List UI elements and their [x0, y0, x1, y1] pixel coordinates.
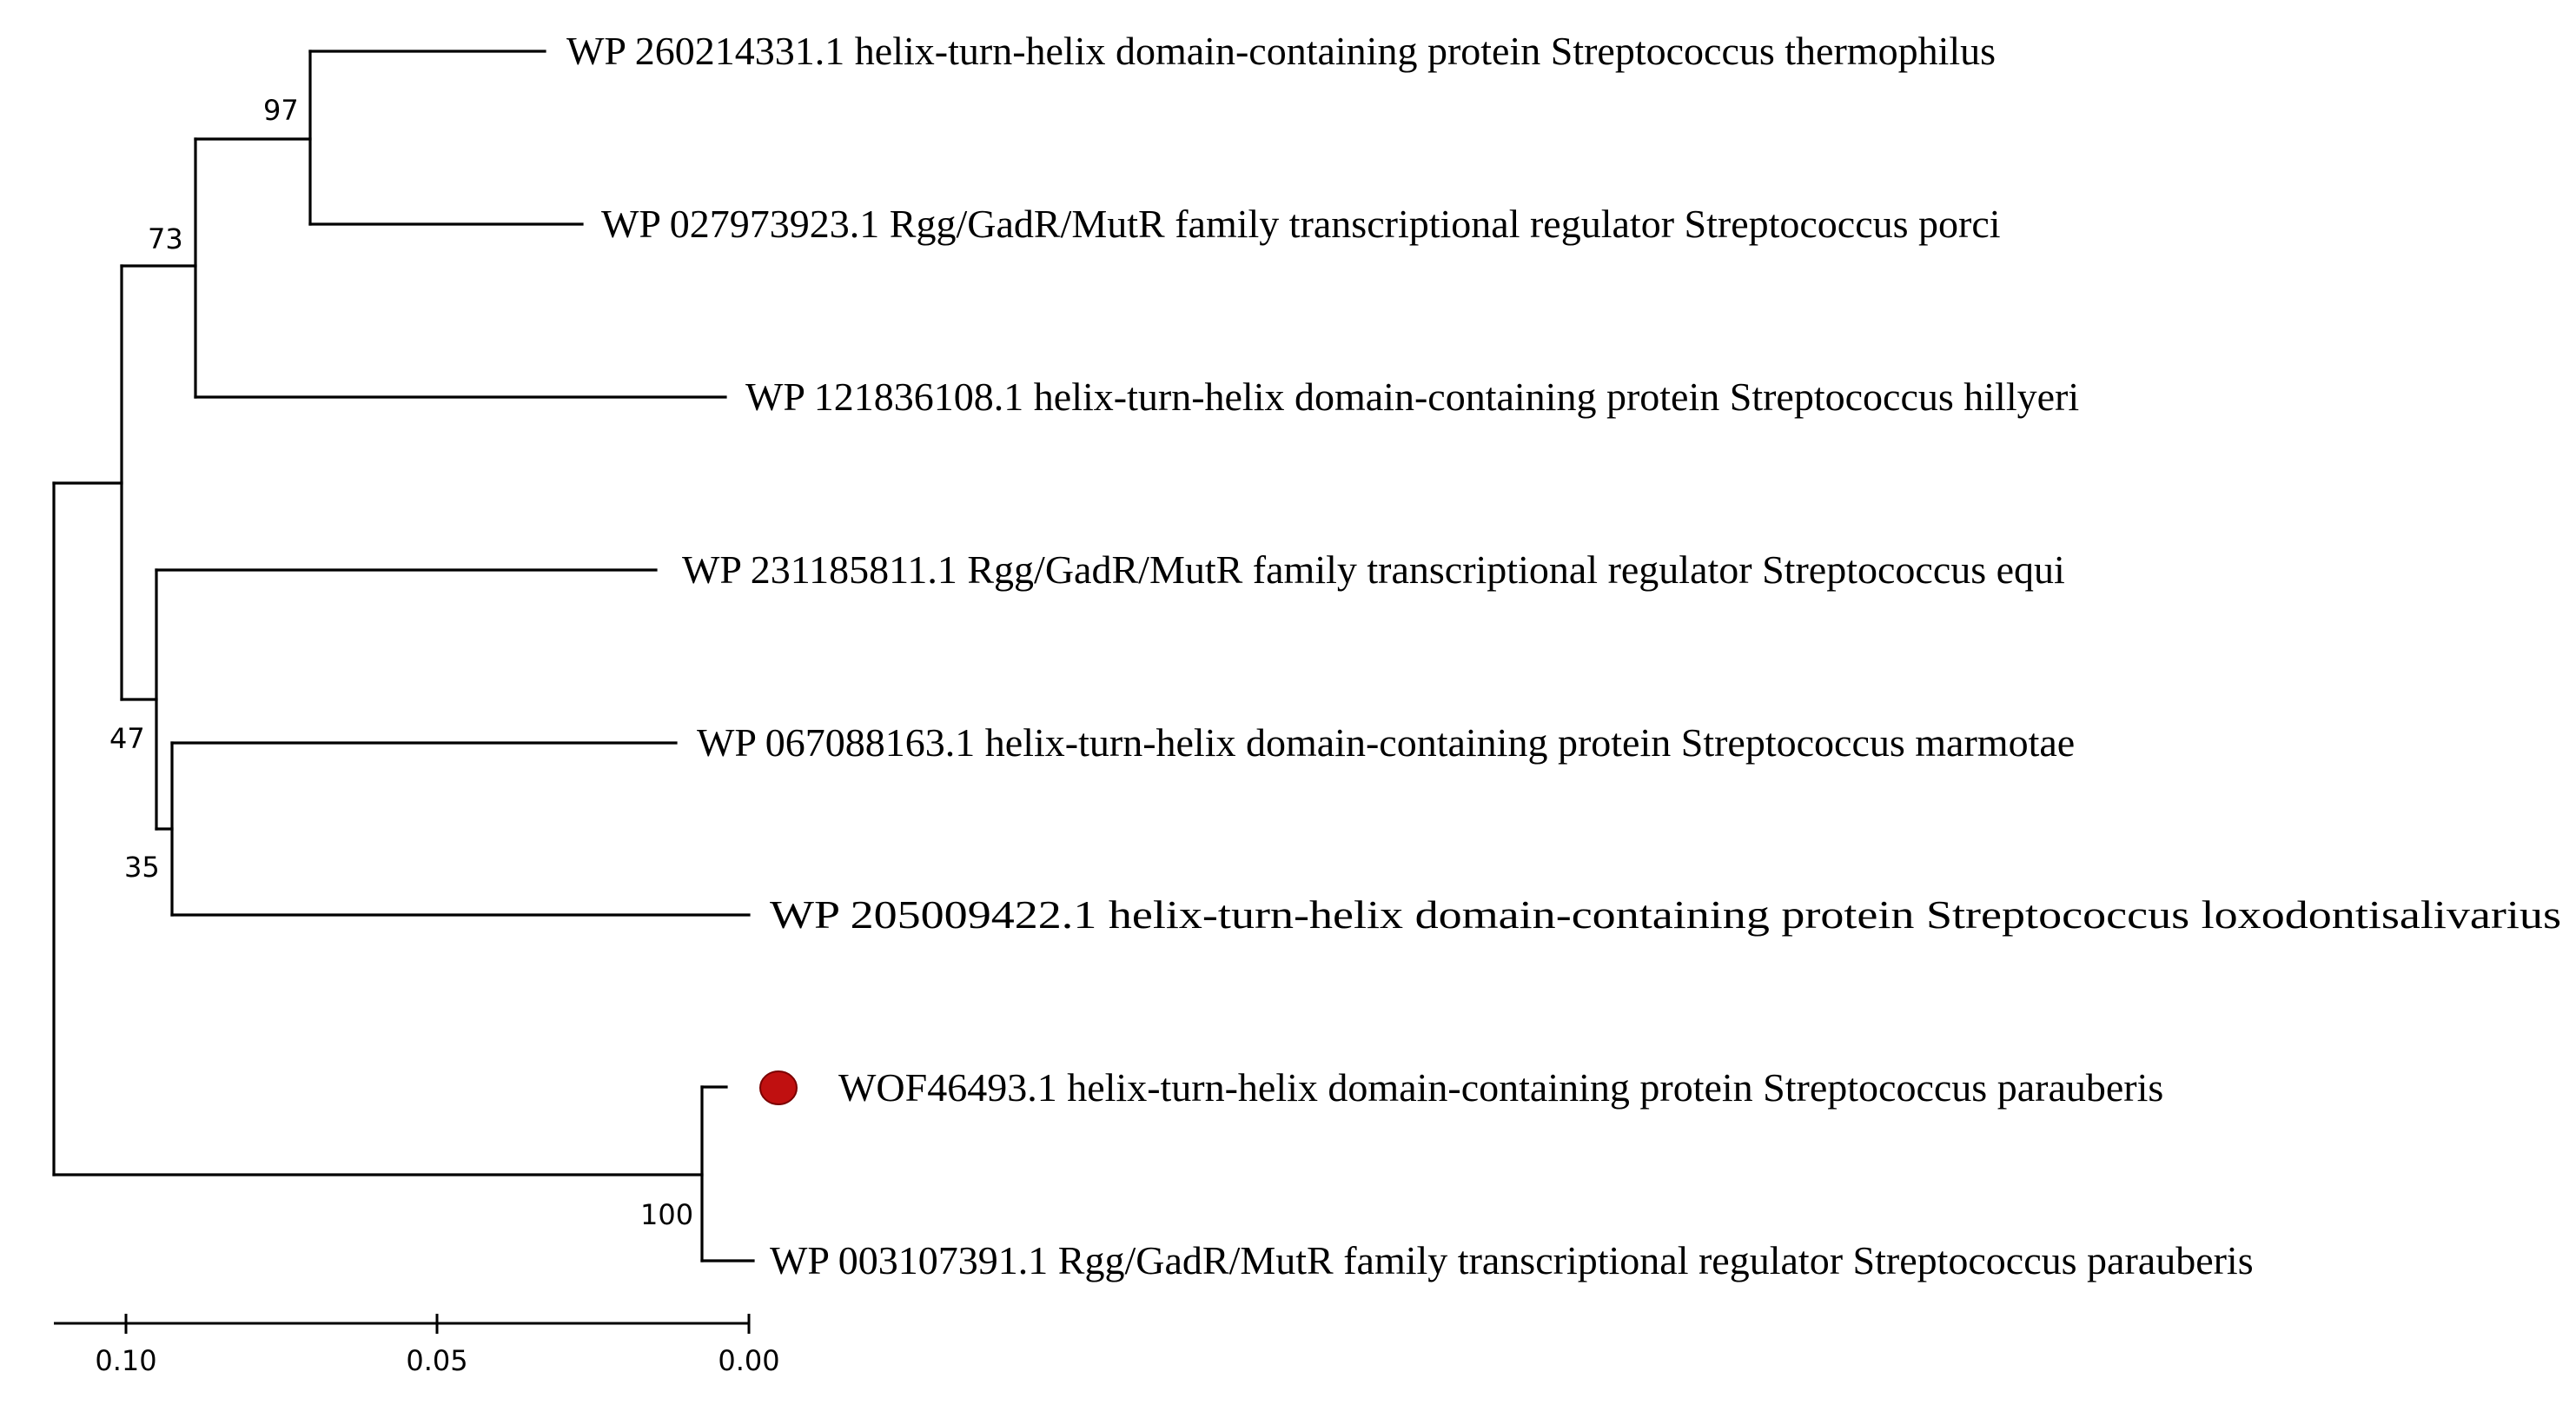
leaf-label-thermophilus: WP 260214331.1 helix-turn-helix domain-c…: [566, 29, 1996, 73]
leaf-label-parauberis-query: WOF46493.1 helix-turn-helix domain-conta…: [838, 1065, 2163, 1110]
bootstrap-value-35: 35: [124, 851, 160, 884]
scale-bar: 0.10 0.05 0.00: [54, 1314, 780, 1377]
bootstrap-value-97: 97: [263, 94, 299, 127]
leaf-label-porci: WP 027973923.1 Rgg/GadR/MutR family tran…: [601, 202, 2001, 246]
bootstrap-value-100: 100: [640, 1198, 693, 1231]
leaf-label-marmotae: WP 067088163.1 helix-turn-helix domain-c…: [697, 720, 2075, 765]
scale-label-0-00: 0.00: [718, 1344, 779, 1377]
leaf-label-loxodontisalivarius: WP 205009422.1 helix-turn-helix domain-c…: [770, 892, 2561, 937]
scale-label-0-10: 0.10: [95, 1344, 156, 1377]
scale-label-0-05: 0.05: [406, 1344, 467, 1377]
leaf-label-parauberis-ref: WP 003107391.1 Rgg/GadR/MutR family tran…: [770, 1238, 2254, 1282]
leaf-label-equi: WP 231185811.1 Rgg/GadR/MutR family tran…: [682, 547, 2065, 592]
leaf-label-hillyeri: WP 121836108.1 helix-turn-helix domain-c…: [745, 374, 2079, 419]
query-sequence-marker-icon: [759, 1070, 798, 1105]
bootstrap-value-73: 73: [148, 222, 183, 255]
bootstrap-value-47: 47: [109, 722, 145, 755]
